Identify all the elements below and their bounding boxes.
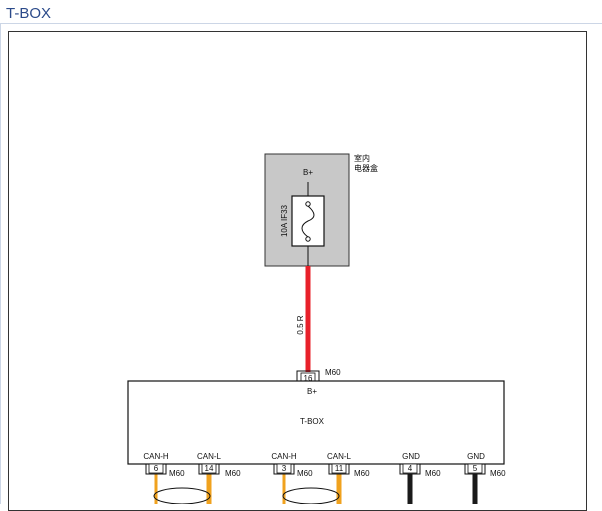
pin-connector [328, 463, 350, 475]
pin-number: 3 [282, 464, 287, 473]
pin-connector [399, 463, 421, 475]
pin-connector [464, 463, 486, 475]
fuse-supply-label: B+ [303, 168, 313, 177]
supply-connector-id: M60 [325, 368, 341, 377]
title-divider [0, 23, 602, 24]
module-name: T-BOX [300, 417, 325, 426]
module-supply-label: B+ [307, 387, 317, 396]
pin-label: CAN-L [197, 452, 222, 461]
pin-label: CAN-L [327, 452, 352, 461]
pin-connector [273, 463, 295, 475]
pin-label: CAN-H [271, 452, 297, 461]
pin-number: 4 [408, 464, 413, 473]
page-title: T-BOX [6, 5, 52, 22]
fuse-box-label-line2: 电器盒 [354, 163, 378, 173]
pin-connector-id: M60 [490, 469, 506, 478]
pin-label: GND [467, 452, 485, 461]
pin-number: 14 [205, 464, 214, 473]
tbox-module [127, 380, 505, 465]
pin-connector-id: M60 [297, 469, 313, 478]
pin-connector-id: M60 [425, 469, 441, 478]
left-border [0, 23, 1, 504]
pin-number: 6 [154, 464, 159, 473]
pin-connector [198, 463, 220, 475]
supply-connector [296, 370, 320, 381]
pin-connector-id: M60 [354, 469, 370, 478]
twisted-pair-loop [153, 487, 211, 504]
pin-number: 5 [473, 464, 478, 473]
fuse-element [301, 205, 315, 238]
supply-pin-number: 16 [304, 374, 313, 383]
fuse-box-label-line1: 室内 [354, 153, 370, 163]
pin-number: 11 [335, 464, 344, 473]
twisted-pair-loop [282, 487, 340, 504]
fuse-rating-label: 10A IF33 [280, 204, 289, 237]
fuse-terminal-bottom [305, 236, 311, 242]
pin-label: GND [402, 452, 420, 461]
pin-connector [145, 463, 167, 475]
fuse-terminal-top [305, 201, 311, 207]
power-wire-label: 0.5 R [296, 315, 305, 334]
pin-connector-id: M60 [169, 469, 185, 478]
pin-label: CAN-H [143, 452, 169, 461]
pin-connector-id: M60 [225, 469, 241, 478]
